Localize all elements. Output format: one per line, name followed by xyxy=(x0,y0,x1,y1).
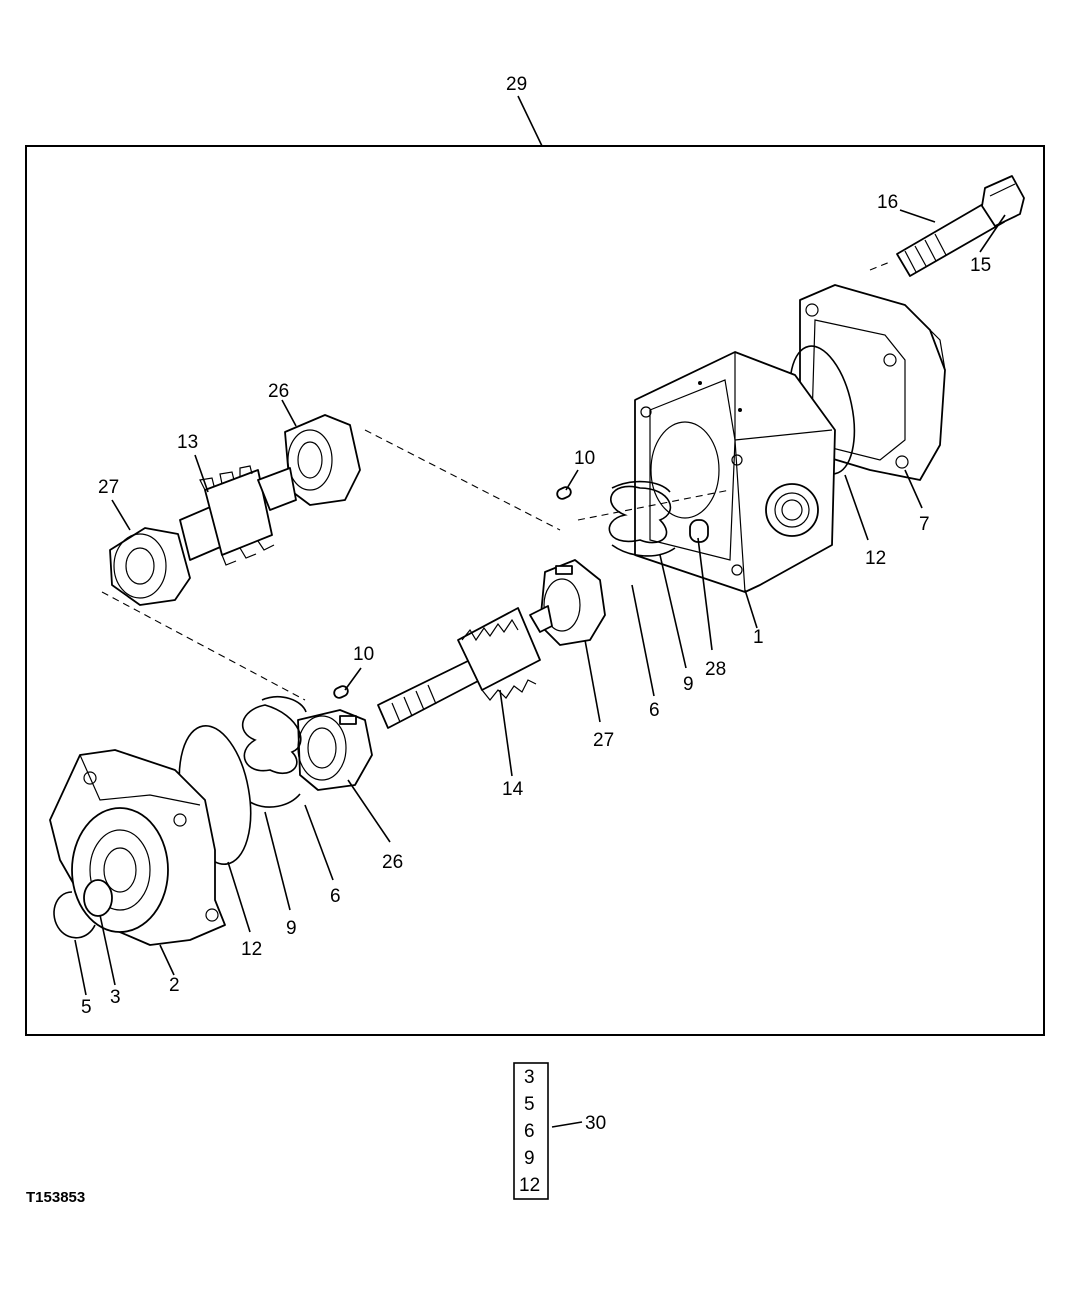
callout-6-left: 6 xyxy=(330,886,341,907)
kit-box xyxy=(513,1062,549,1200)
callout-10-lower: 10 xyxy=(353,644,374,665)
callout-7: 7 xyxy=(919,514,930,535)
callout-30: 30 xyxy=(585,1113,606,1134)
dowel-pin-part xyxy=(689,519,709,543)
key-upper-part xyxy=(556,486,572,500)
callout-27-right: 27 xyxy=(593,730,614,751)
right-bushing-part xyxy=(539,559,606,646)
centerline-upper xyxy=(364,429,561,531)
left-bushing-part xyxy=(109,527,191,606)
centerline-gear xyxy=(577,489,731,521)
callout-1: 1 xyxy=(753,627,764,648)
right-seal-set xyxy=(608,480,676,557)
callout-15: 15 xyxy=(970,255,991,276)
left-seal-set xyxy=(241,696,307,808)
drive-gear-part xyxy=(377,605,553,729)
kit-item: 12 xyxy=(519,1175,540,1196)
callout-26-lower: 26 xyxy=(382,852,403,873)
callout-5: 5 xyxy=(81,997,92,1018)
kit-item: 3 xyxy=(524,1067,535,1088)
figure-code: T153853 xyxy=(26,1189,85,1206)
centerline-lower xyxy=(101,591,306,701)
callout-12-front: 12 xyxy=(241,939,262,960)
callout-2: 2 xyxy=(169,975,180,996)
shaft-seal-part xyxy=(83,879,113,917)
bolt-part xyxy=(896,175,1025,277)
pump-body-part xyxy=(634,351,836,593)
centerline-bolt xyxy=(869,261,891,271)
kit-item: 9 xyxy=(524,1148,535,1169)
callout-10-upper: 10 xyxy=(574,448,595,469)
callout-28: 28 xyxy=(705,659,726,680)
callout-9-right: 9 xyxy=(683,674,694,695)
front-cover-part xyxy=(49,749,226,946)
leader-lines xyxy=(74,95,1006,1128)
upper-bushing-part xyxy=(284,414,361,506)
callout-6-right: 6 xyxy=(649,700,660,721)
key-lower-part xyxy=(333,685,349,699)
callout-9-left: 9 xyxy=(286,918,297,939)
lower-bushing-part xyxy=(297,709,373,791)
driven-gear-part xyxy=(179,465,297,566)
callout-26-upper: 26 xyxy=(268,381,289,402)
callout-13: 13 xyxy=(177,432,198,453)
callout-29: 29 xyxy=(506,74,527,95)
kit-item: 6 xyxy=(524,1121,535,1142)
callout-14: 14 xyxy=(502,779,524,800)
kit-item: 5 xyxy=(524,1094,535,1115)
callout-27-left: 27 xyxy=(98,477,119,498)
callout-12-rear: 12 xyxy=(865,548,886,569)
assembly-frame xyxy=(25,145,1045,1036)
callout-16: 16 xyxy=(877,192,898,213)
callout-3: 3 xyxy=(110,987,121,1008)
snap-ring-part xyxy=(53,891,96,939)
